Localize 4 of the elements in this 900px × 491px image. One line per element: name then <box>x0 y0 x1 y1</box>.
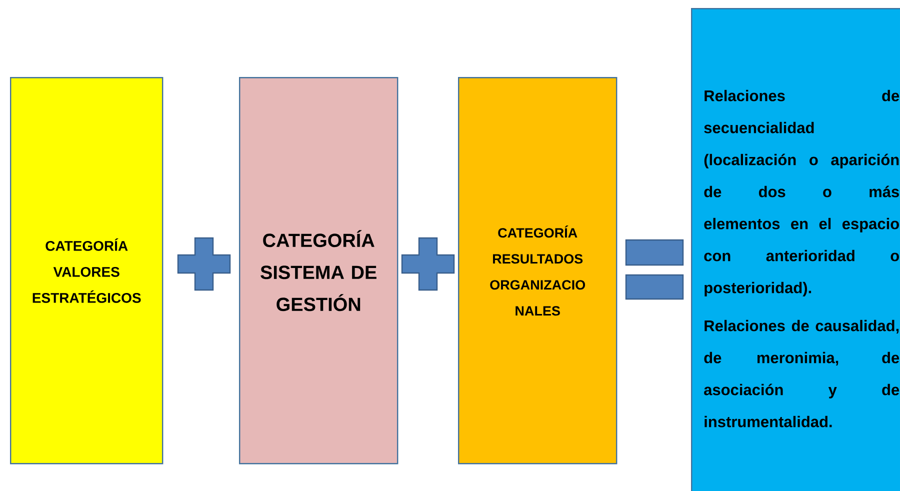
text-panel: Relaciones de secuencialidad (localización o aparición de dos o más elementos en el espacio con anterioridad o posterioridad). Relaciones de causalidad, de meronimia, de asociación y de instrumentalidad. <box>691 8 900 491</box>
category-box: CATEGORÍA VALORES ESTRATÉGICOS <box>10 77 164 464</box>
category-box: CATEGORÍA RESULTADOS ORGANIZACIO NALES <box>458 77 618 464</box>
category-box: CATEGORÍA SISTEMA DE GESTIÓN <box>239 77 398 464</box>
